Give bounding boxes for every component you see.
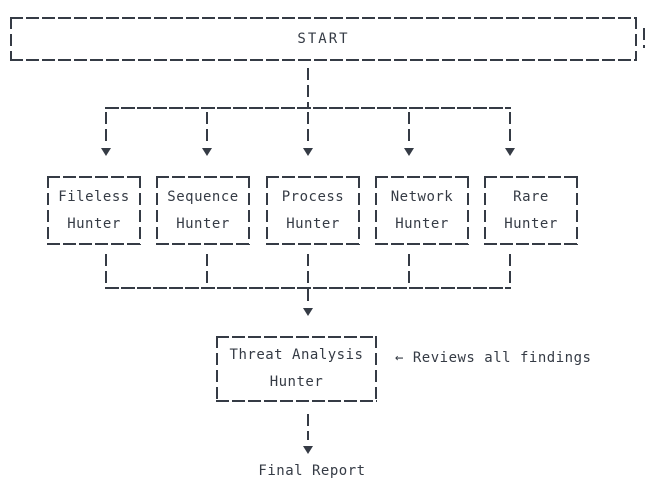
node-label: Process [281,188,345,205]
arrow-down-icon [303,308,313,316]
arrow-down-icon [303,446,313,454]
node-rare-hunter: Rare Hunter [484,176,578,245]
aggregator-annotation: ← Reviews all findings [395,350,592,366]
connector-converge-4 [408,254,410,285]
connector-converge-1 [105,254,107,285]
node-label: Hunter [504,215,558,232]
connector-fanout-3 [307,112,309,144]
node-fileless-hunter: Fileless Hunter [47,176,141,245]
connector-converge-2 [206,254,208,285]
node-label: Hunter [67,215,121,232]
connector-converge-3 [307,254,309,285]
final-report-label: Final Report [258,463,366,479]
node-threat-analysis-hunter: Threat Analysis Hunter [216,336,377,402]
node-label: Threat Analysis [229,347,364,363]
arrow-down-icon [505,148,515,156]
connector-fanout-1 [105,112,107,144]
node-label: Hunter [286,215,340,232]
node-label: Hunter [269,374,324,390]
node-network-hunter: Network Hunter [375,176,469,245]
start-node: START [10,17,637,61]
node-sequence-hunter: Sequence Hunter [156,176,250,245]
node-label: Network [390,188,454,205]
collector-line [105,287,511,289]
connector-to-aggregator [307,289,309,305]
node-label: Sequence [167,188,239,205]
start-right-dash [643,28,645,48]
connector-start-down [307,68,309,107]
node-label: Rare [513,188,549,205]
connector-fanout-4 [408,112,410,144]
arrow-down-icon [101,148,111,156]
connector-fanout-5 [509,112,511,144]
node-label: Hunter [395,215,449,232]
node-process-hunter: Process Hunter [266,176,360,245]
arrow-down-icon [202,148,212,156]
node-label: Fileless [58,188,130,205]
fanout-line [105,107,511,109]
arrow-down-icon [303,148,313,156]
start-label: START [297,30,350,47]
node-label: Hunter [176,215,230,232]
arrow-down-icon [404,148,414,156]
connector-fanout-2 [206,112,208,144]
connector-converge-5 [509,254,511,285]
connector-to-final [307,414,309,440]
